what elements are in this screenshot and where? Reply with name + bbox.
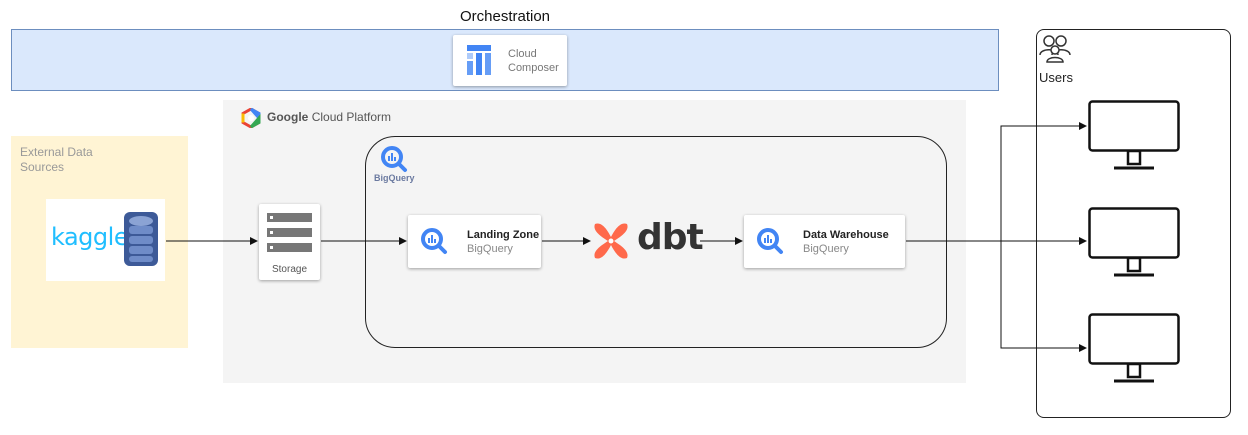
dbt-logo-icon bbox=[594, 223, 628, 259]
gcp-title: Google Cloud Platform bbox=[267, 110, 391, 124]
cloud-composer-icon bbox=[467, 45, 491, 75]
landing-zone-sub: BigQuery bbox=[467, 243, 513, 255]
kaggle-logo-text: kaggle bbox=[51, 223, 129, 251]
cloud-composer-label: Cloud Composer bbox=[508, 47, 559, 75]
gcp-title-rest: Cloud Platform bbox=[311, 110, 392, 124]
monitor-icon bbox=[1088, 313, 1180, 383]
bigquery-icon bbox=[757, 228, 783, 254]
bigquery-icon bbox=[421, 228, 447, 254]
landing-zone-card[interactable]: Landing Zone BigQuery bbox=[408, 215, 541, 268]
storage-icon bbox=[267, 213, 312, 252]
users-label: Users bbox=[1039, 70, 1073, 85]
landing-zone-title: Landing Zone bbox=[467, 229, 540, 241]
cloud-composer-label-line2: Composer bbox=[508, 62, 559, 74]
storage-label: Storage bbox=[271, 264, 308, 275]
bigquery-icon bbox=[381, 146, 407, 172]
dbt-logo-text: dbt bbox=[637, 217, 704, 258]
bigquery-container: BigQuery bbox=[365, 136, 947, 348]
monitor-icon bbox=[1088, 100, 1180, 170]
storage-card[interactable]: Storage bbox=[259, 204, 320, 280]
external-data-label-line1: External Data bbox=[20, 145, 93, 159]
data-warehouse-title: Data Warehouse bbox=[803, 229, 889, 241]
cloud-composer-label-line1: Cloud bbox=[508, 48, 537, 60]
arrow-warehouse-to-user-1 bbox=[1000, 122, 1087, 241]
data-warehouse-sub: BigQuery bbox=[803, 243, 849, 255]
external-data-label-line2: Sources bbox=[20, 160, 65, 174]
monitor-icon bbox=[1088, 207, 1180, 277]
google-cloud-logo-icon bbox=[241, 108, 261, 128]
kaggle-source[interactable]: kaggle bbox=[46, 199, 165, 281]
bigquery-container-label: BigQuery bbox=[374, 173, 415, 183]
orchestration-title: Orchestration bbox=[459, 8, 551, 25]
users-icon bbox=[1039, 35, 1071, 63]
cloud-composer-card[interactable]: Cloud Composer bbox=[453, 35, 567, 86]
database-stack-icon bbox=[124, 212, 158, 266]
arrow-warehouse-to-user-3 bbox=[1000, 241, 1087, 352]
data-warehouse-card[interactable]: Data Warehouse BigQuery bbox=[744, 215, 905, 268]
gcp-title-bold: Google bbox=[267, 110, 309, 124]
users-panel bbox=[1036, 29, 1231, 418]
external-data-label: External Data Sources bbox=[20, 145, 140, 175]
